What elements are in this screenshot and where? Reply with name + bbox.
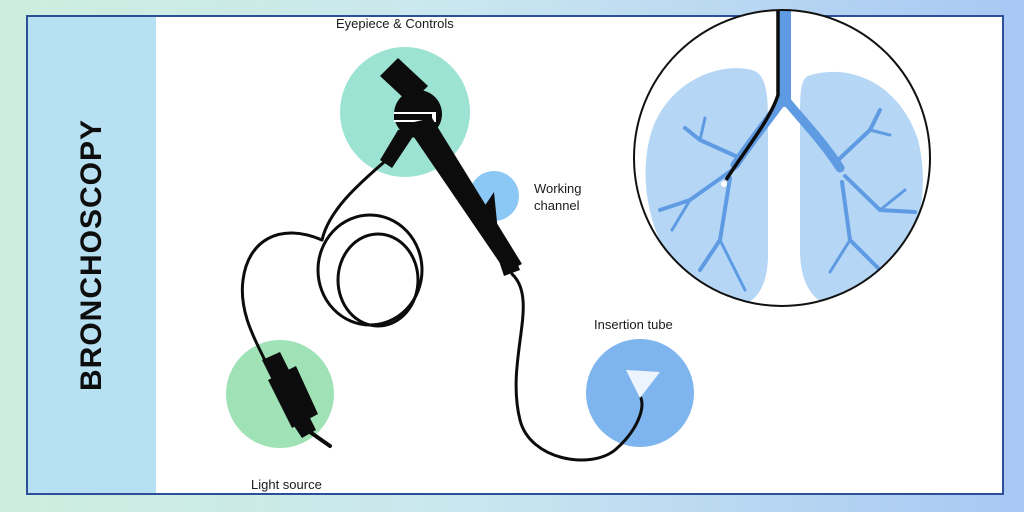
title-panel: BRONCHOSCOPY <box>28 17 156 493</box>
label-working-channel-1: Working <box>534 181 582 196</box>
inset-border <box>633 9 931 307</box>
light-source-connector <box>262 352 332 448</box>
inset-scope-tip <box>721 181 727 187</box>
tube-tip-light <box>626 370 660 398</box>
inset-scope-tube <box>724 10 780 181</box>
label-eyepiece: Eyepiece & Controls <box>336 16 454 31</box>
scope-handle <box>380 58 522 276</box>
label-insertion-tube: Insertion tube <box>594 317 673 332</box>
insertion-tube <box>510 272 644 462</box>
lungs-inset <box>633 9 931 307</box>
light-cable <box>240 153 424 374</box>
label-light-source: Light source <box>251 477 322 492</box>
label-working-channel-2: channel <box>534 198 580 213</box>
